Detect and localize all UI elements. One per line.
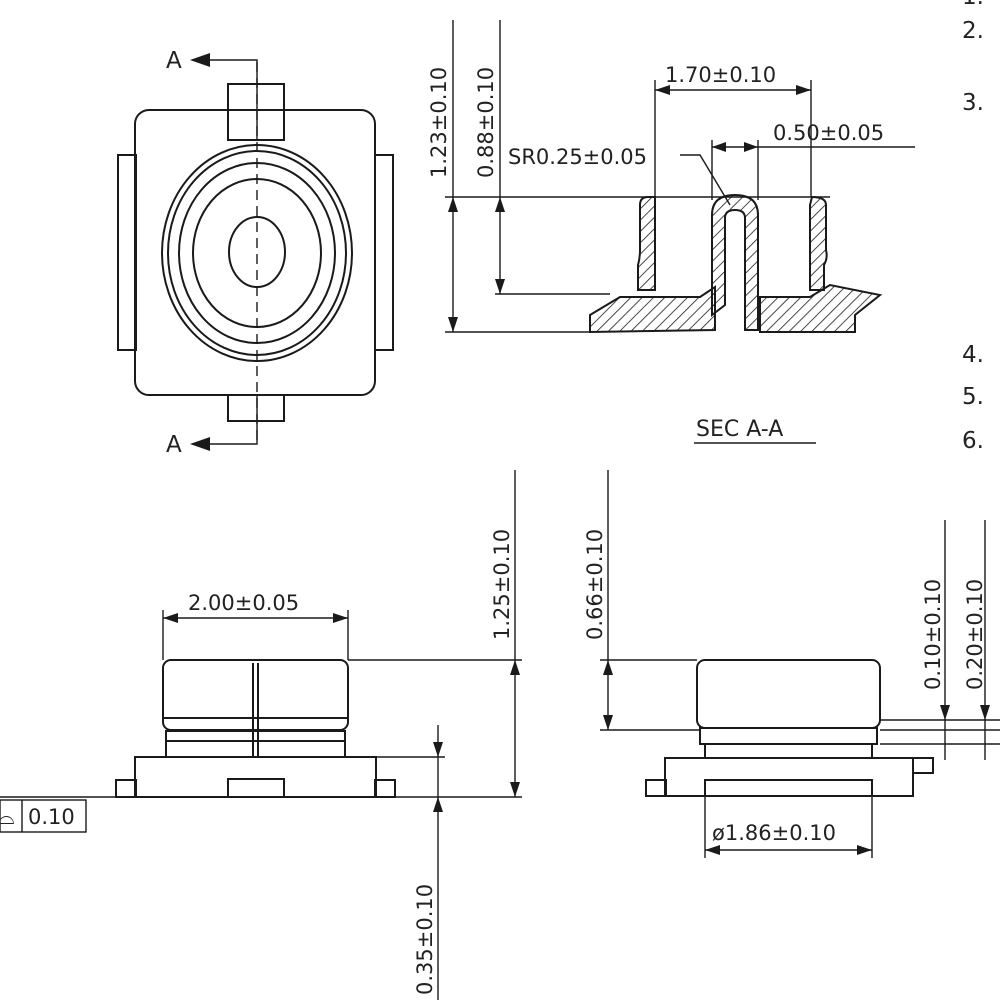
arrow-2-00-right-icon (333, 613, 348, 623)
arrow-dia-left-icon (705, 845, 720, 855)
dim-0-88: 0.88±0.10 (474, 67, 498, 178)
section-right-wall (809, 195, 828, 291)
arrow-2-00-left-icon (163, 613, 178, 623)
arrow-0-88-top-icon (495, 197, 505, 212)
arrow-0-50-right-icon (744, 142, 758, 152)
arrow-0-66-top-icon (603, 660, 613, 675)
arrow-1-23-top-icon (448, 197, 458, 212)
arrow-0-88-bottom-icon (495, 279, 505, 294)
note-6: 6. (962, 428, 984, 454)
arrow-0-66-bottom-icon (603, 715, 613, 730)
top-view-left-tab (117, 154, 137, 351)
front-collar (165, 730, 346, 758)
arrow-0-10-icon (940, 705, 950, 720)
dim-0-35: 0.35±0.10 (413, 884, 437, 995)
front-base (134, 756, 377, 798)
side-left-foot (645, 779, 667, 797)
side-right-step (912, 757, 934, 774)
dim-1-70: 1.70±0.10 (665, 63, 776, 87)
top-view: A A (117, 48, 394, 458)
section-center-pin (711, 193, 759, 331)
section-arrow-bottom-icon (190, 437, 210, 451)
dim-1-23: 1.23±0.10 (427, 67, 451, 178)
side-cap (696, 659, 881, 729)
section-title: SEC A-A (696, 417, 783, 442)
arrow-1-25-top-icon (510, 660, 520, 675)
section-label-bottom: A (166, 432, 182, 458)
tolerance-symbol: ⌓ (0, 805, 15, 829)
section-base-plate-right (759, 283, 883, 333)
tolerance-frame (0, 799, 87, 833)
top-view-upper-pin (227, 83, 285, 141)
dim-2-00: 2.00±0.05 (188, 591, 299, 615)
arrow-1-70-right-icon (796, 85, 811, 95)
tolerance-value: 0.10 (28, 805, 75, 829)
section-line-bottom (205, 395, 258, 445)
arrow-1-70-left-icon (655, 85, 670, 95)
front-left-foot (115, 779, 137, 798)
leader-sr025 (680, 154, 731, 206)
dim-0-50: 0.50±0.05 (773, 121, 884, 145)
side-collar (699, 727, 878, 745)
front-right-foot (374, 779, 396, 798)
section-arrow-top-icon (190, 53, 210, 67)
arrow-0-35-top-icon (433, 742, 443, 757)
top-view-right-tab (374, 154, 394, 351)
side-base-slot (704, 779, 873, 797)
top-view-lower-pin (227, 394, 285, 422)
front-view: 2.00±0.05 1.25±0.10 0.35±0.10 ⌓ 0.10 (0, 470, 522, 1000)
note-4: 4. (962, 342, 984, 368)
front-bottom-pin (227, 778, 285, 798)
note-1: 1. (962, 0, 984, 10)
side-view: 0.66±0.10 0.10±0.10 0.20±0.10 ø1.86±0.10 (583, 470, 1000, 858)
dim-1-25: 1.25±0.10 (490, 529, 514, 640)
dim-dia: ø1.86±0.10 (712, 821, 836, 845)
section-label-top: A (166, 48, 182, 74)
dim-0-66: 0.66±0.10 (583, 529, 607, 640)
section-line-top (205, 59, 258, 140)
side-collar-2 (704, 743, 873, 759)
arrow-dia-right-icon (857, 845, 872, 855)
notes-column: 1. 2. 3. 4. 5. 6. (962, 0, 984, 454)
dim-sr025: SR0.25±0.05 (508, 145, 647, 169)
note-2: 2. (962, 18, 984, 44)
arrow-1-25-bottom-icon (510, 782, 520, 797)
section-left-wall (637, 196, 656, 291)
arrow-0-50-left-icon (712, 142, 726, 152)
arrow-0-35-bottom-icon (433, 797, 443, 812)
side-base (664, 757, 914, 797)
dim-0-20: 0.20±0.10 (963, 579, 987, 690)
arrow-1-23-bottom-icon (448, 317, 458, 332)
section-view: 1.23±0.10 0.88±0.10 1.70±0.10 0.50±0.05 … (427, 20, 915, 444)
top-view-body (134, 109, 376, 396)
front-cap (162, 659, 349, 731)
note-5: 5. (962, 384, 984, 410)
arrow-0-20-icon (980, 705, 990, 720)
dim-0-10: 0.10±0.10 (921, 579, 945, 690)
note-3: 3. (962, 90, 984, 116)
